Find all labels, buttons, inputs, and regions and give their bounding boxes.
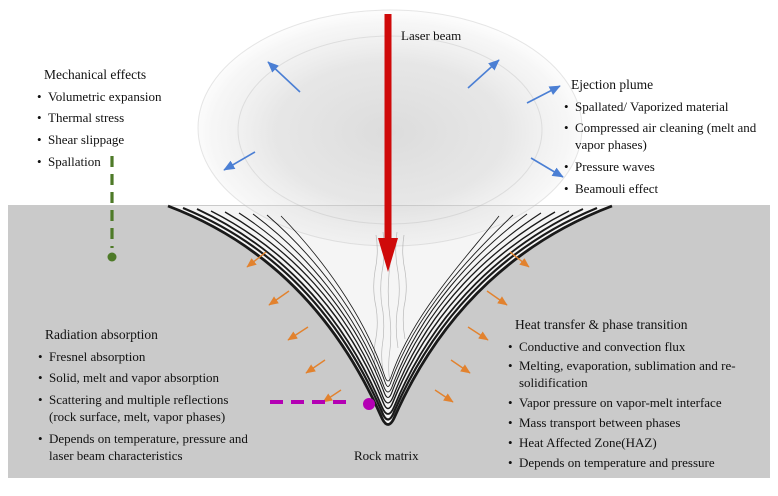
blue-arrow [467,59,500,89]
orange-arrow [305,359,326,374]
bullet-item: Mass transport between phases [506,415,766,432]
bullet-item: Scattering and multiple reflections (roc… [36,392,258,426]
orange-arrow [509,251,530,268]
bullet-item: Melting, evaporation, sublimation and re… [506,358,766,392]
ejection-plume-block: Ejection plume Spallated/ Vaporized mate… [562,76,762,203]
orange-arrow [450,359,471,374]
heat-transfer-block: Heat transfer & phase transition Conduct… [506,316,766,475]
bullet-item: Compressed air cleaning (melt and vapor … [562,120,762,154]
bullet-item: Fresnel absorption [36,349,258,366]
bullet-item: Beamouli effect [562,181,762,198]
radiation-absorption-block: Radiation absorption Fresnel absorption … [36,326,258,470]
heat-transfer-list: Conductive and convection flux Melting, … [506,339,766,472]
blue-arrow [526,85,561,104]
bullet-item: Thermal stress [35,110,210,127]
bullet-item: Pressure waves [562,159,762,176]
mechanical-effects-block: Mechanical effects Volumetric expansion … [35,66,210,176]
mechanical-effects-list: Volumetric expansion Thermal stress Shea… [35,89,210,172]
rock-matrix-label: Rock matrix [354,448,419,463]
bullet-item: Spallated/ Vaporized material [562,99,762,116]
orange-arrow [246,251,267,268]
bullet-item: Depends on temperature and pressure [506,455,766,472]
vapor-striations [373,229,407,383]
bullet-item: Solid, melt and vapor absorption [36,370,258,387]
blue-arrow [223,151,256,171]
blue-arrow [267,61,301,93]
green-dashed-connector [107,156,117,262]
orange-arrow [486,290,508,306]
heat-transfer-title: Heat transfer & phase transition [515,317,688,332]
plume-ejection-arrows [223,59,564,178]
orange-arrow [434,389,454,403]
bullet-item: Spallation [35,154,210,171]
orange-arrow [287,326,309,341]
ejection-plume-title: Ejection plume [571,77,654,92]
bullet-item: Heat Affected Zone(HAZ) [506,435,766,452]
wall-heat-arrows [246,251,530,403]
mechanical-effects-title: Mechanical effects [44,67,147,82]
radiation-absorption-title: Radiation absorption [45,327,158,342]
orange-arrow [268,290,290,306]
blue-arrow [530,157,564,178]
orange-arrow [467,326,489,341]
radiation-absorption-list: Fresnel absorption Solid, melt and vapor… [36,349,258,465]
laser-beam-arrow [378,14,398,272]
bullet-item: Vapor pressure on vapor-melt interface [506,395,766,412]
bullet-item: Shear slippage [35,132,210,149]
bullet-item: Volumetric expansion [35,89,210,106]
orange-arrow [322,389,342,403]
bullet-item: Conductive and convection flux [506,339,766,356]
laser-beam-label: Laser beam [401,28,462,43]
bullet-item: Depends on temperature, pressure and las… [36,431,258,465]
purple-dashed-pointer [270,398,375,410]
crater-contours [167,204,613,426]
ejection-plume-list: Spallated/ Vaporized material Compressed… [562,99,762,198]
